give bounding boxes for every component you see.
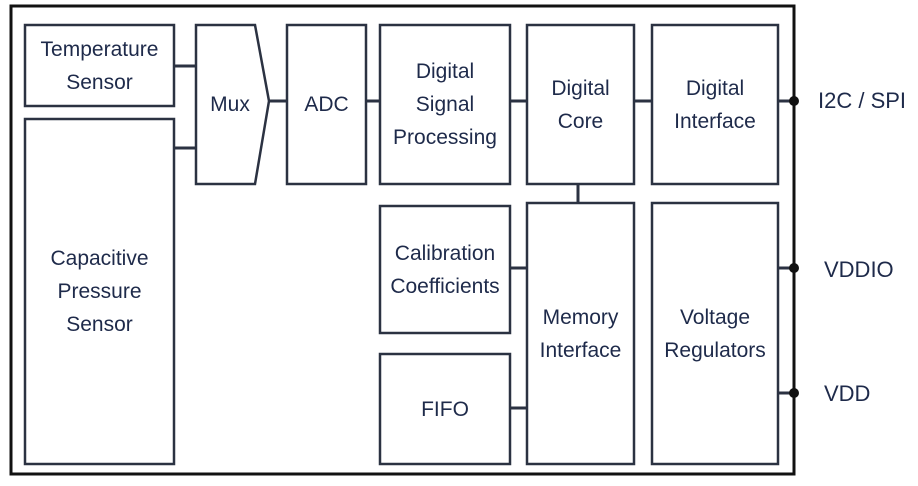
calibration-block	[378, 204, 512, 335]
adc-block	[285, 23, 368, 186]
pressure-sensor-block	[23, 117, 176, 466]
digital-core-block	[525, 23, 636, 186]
vddio-pin-label: VDDIO	[824, 257, 894, 282]
temperature-sensor-block	[23, 23, 176, 108]
i2c-spi-pin-dot	[789, 96, 799, 106]
vddio-pin-dot	[789, 263, 799, 273]
digital-interface-block	[650, 23, 780, 186]
fifo-block	[378, 352, 512, 466]
mux-block	[194, 23, 271, 186]
voltage-regulators-block	[650, 201, 780, 466]
dsp-block	[378, 23, 512, 186]
vdd-pin-dot	[789, 388, 799, 398]
chip-boundary	[9, 4, 796, 476]
i2c-spi-pin-label: I2C / SPI	[818, 88, 907, 113]
vdd-pin-label: VDD	[824, 381, 871, 406]
memory-interface-block	[525, 201, 636, 466]
